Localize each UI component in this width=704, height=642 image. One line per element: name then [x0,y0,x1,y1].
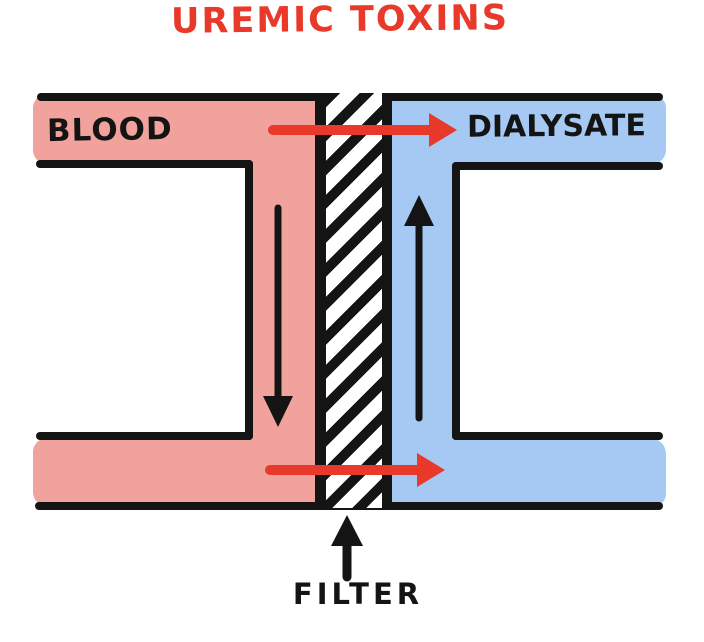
blood-inner-bottom-line [36,432,253,440]
filter-label: FILTER [292,577,424,611]
dialysate-flow-up-arrow [404,195,434,422]
filter-membrane [315,93,392,508]
filter-pointer-head [331,515,363,546]
toxin-transfer-arrow-bottom [265,453,445,487]
filter-pointer-arrow [331,515,363,582]
blood-inner-vertical-line [245,160,253,440]
toxin-arrow-bottom-head [417,453,445,487]
blood-inner-top-line [36,160,253,168]
blood-label: BLOOD [46,110,174,150]
blood-channel-vertical [250,94,315,506]
blood-flow-down-arrow [263,204,293,427]
dialysate-inner-bottom-line [452,432,663,440]
dialysate-flow-arrow-head [404,195,434,226]
blood-flow-arrow-head [263,396,293,427]
dialysate-inner-vertical-line [452,162,460,440]
dialysate-label: DIALYSATE [466,108,647,145]
toxin-transfer-arrow-top [268,113,457,147]
dialysate-inner-top-line [452,162,663,170]
diagram-title: UREMIC TOXINS [170,0,510,42]
toxin-arrow-top-head [429,113,457,147]
